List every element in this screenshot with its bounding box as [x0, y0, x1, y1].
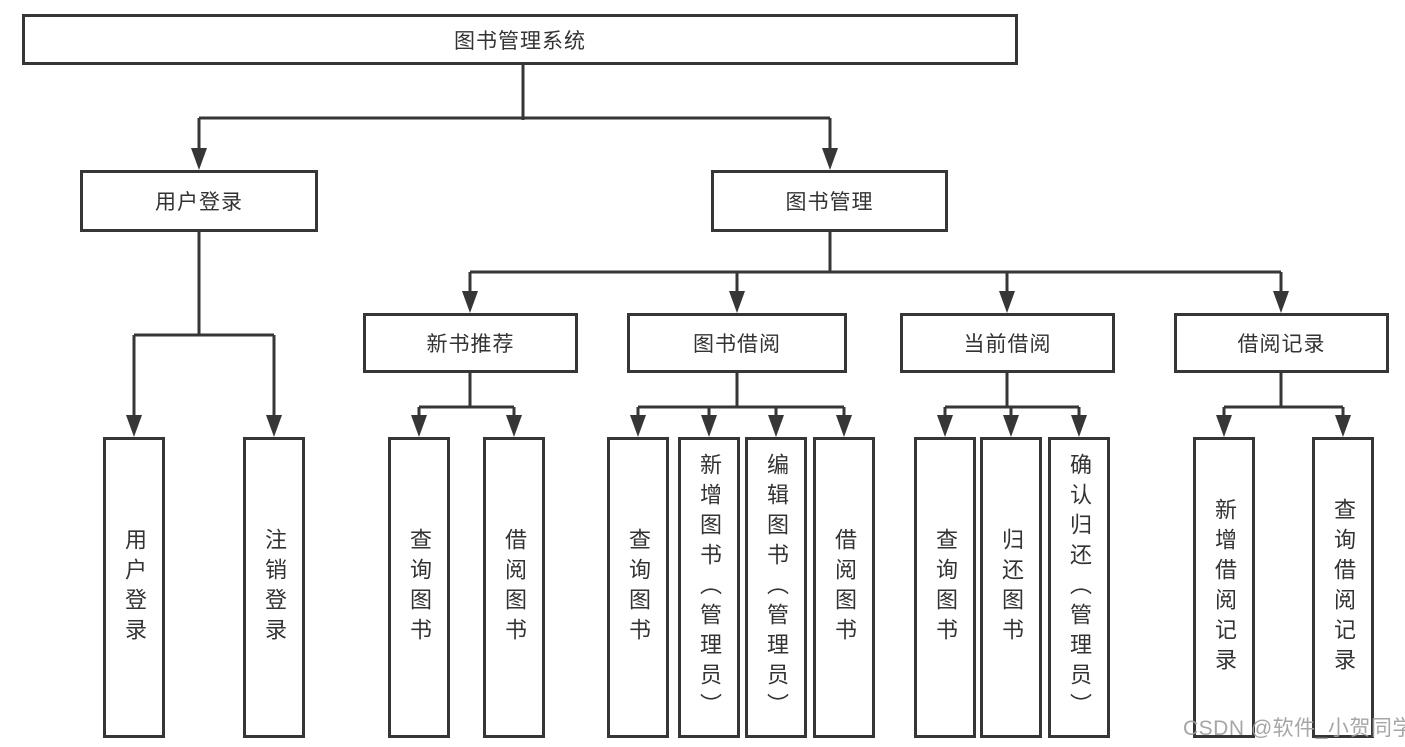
node-book-borrowing: 图书借阅 [627, 313, 847, 373]
leaf-query-borrow-record: 查询借阅记录 [1312, 437, 1374, 738]
leaf-label: 归还图书 [999, 527, 1024, 648]
leaf-label: 查询图书 [626, 527, 651, 648]
node-user-login-module: 用户登录 [80, 170, 318, 232]
leaf-label: 新增借阅记录 [1212, 497, 1237, 678]
node-label: 图书管理系统 [454, 29, 586, 53]
leaf-return-book: 归还图书 [980, 437, 1042, 738]
node-library-system: 图书管理系统 [22, 14, 1018, 65]
leaf-borrow-books-recommend: 借阅图书 [483, 437, 545, 738]
leaf-label: 新增图书（管理员） [697, 452, 722, 723]
leaf-add-borrow-record: 新增借阅记录 [1193, 437, 1255, 738]
leaf-label: 借阅图书 [832, 527, 857, 648]
node-label: 新书推荐 [426, 333, 515, 356]
node-book-management-module: 图书管理 [711, 170, 948, 232]
node-new-book-recommend: 新书推荐 [363, 313, 578, 373]
leaf-label: 查询图书 [933, 527, 958, 648]
node-label: 图书借阅 [693, 333, 781, 356]
arrowhead-icon [126, 148, 1351, 437]
node-current-borrowing: 当前借阅 [900, 313, 1115, 373]
leaf-label: 查询图书 [407, 527, 432, 648]
leaf-edit-book-admin: 编辑图书（管理员） [745, 437, 807, 738]
node-borrow-records: 借阅记录 [1174, 313, 1389, 373]
leaf-label: 编辑图书（管理员） [764, 452, 789, 723]
leaf-query-books-borrowing: 查询图书 [607, 437, 669, 738]
leaf-label: 用户登录 [122, 527, 147, 648]
leaf-label: 注销登录 [262, 527, 287, 648]
node-label: 用户登录 [155, 191, 243, 214]
csdn-watermark: CSDN @软件_小贺同学 [1183, 717, 1405, 740]
node-label: 当前借阅 [963, 333, 1052, 356]
leaf-label: 确认归还（管理员） [1067, 452, 1092, 723]
leaf-query-books-current: 查询图书 [914, 437, 976, 738]
leaf-label: 查询借阅记录 [1331, 497, 1356, 678]
leaf-label: 借阅图书 [502, 527, 527, 648]
leaf-user-login: 用户登录 [103, 437, 165, 738]
leaf-borrow-books-borrowing: 借阅图书 [813, 437, 875, 738]
node-label: 图书管理 [785, 191, 874, 214]
leaf-logout: 注销登录 [243, 437, 305, 738]
leaf-query-books-recommend: 查询图书 [388, 437, 450, 738]
leaf-add-book-admin: 新增图书（管理员） [678, 437, 740, 738]
leaf-confirm-return-admin: 确认归还（管理员） [1048, 437, 1110, 738]
node-label: 借阅记录 [1237, 333, 1326, 356]
